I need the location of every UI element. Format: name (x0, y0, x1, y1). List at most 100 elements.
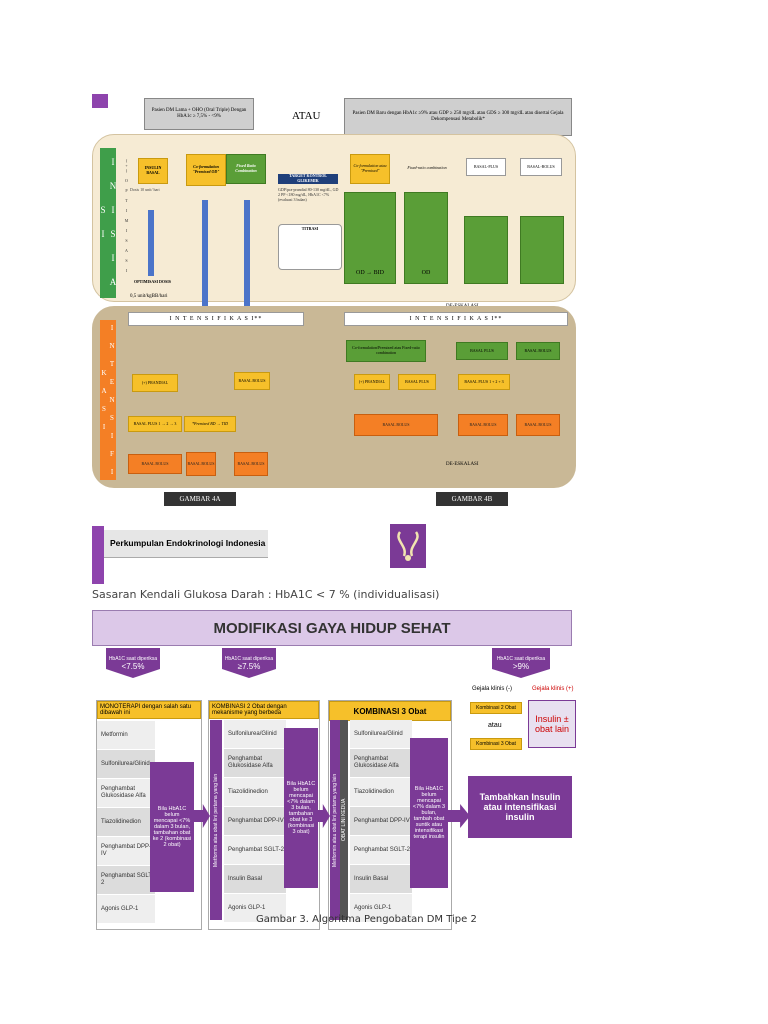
drug-item: Penghambat DPP-IV (97, 837, 155, 866)
gejala-neg: Gejala klinis (-) (472, 686, 513, 692)
arrow (148, 210, 154, 276)
basal-plus-123-box: BASAL PLUS 1 → 2 → 3 (128, 416, 182, 432)
monoterapi-title: MONOTERAPI dengan salah satu dibawah ini (97, 701, 201, 719)
premixed-bd-box: *Premixed BD → TID (184, 416, 236, 432)
drug-item: Insulin Basal (350, 865, 412, 894)
subtitle: Sasaran Kendali Glukosa Darah : HbA1C < … (92, 588, 440, 601)
gambar-4b-label: GAMBAR 4B (436, 492, 508, 506)
basal-bolus-box-3: BASAL BOLUS (234, 452, 268, 476)
intensifikasi-bar-left: I N T E N S I F I K A S I** (128, 312, 304, 326)
header-bar: MODIFIKASI GAYA HIDUP SEHAT (92, 610, 572, 646)
gambar-4a-label: GAMBAR 4A (164, 492, 236, 506)
right-optimisasi-od: OD (404, 192, 448, 284)
intensifikasi-side-label: I N T E N S I F I K A S I (100, 320, 116, 480)
final-box: Tambahkan Insulin atau intensifikasi ins… (468, 776, 572, 838)
hba1c-chevron-1: HbA1C saat diperiksa <7.5% (106, 648, 160, 678)
gejala-pos: Gejala klinis (+) (532, 686, 574, 692)
drug-item: Agonis GLP-1 (97, 895, 155, 924)
hba1c-chevron-3: HbA1C saat diperiksa >9% (492, 648, 550, 678)
basal-bolus-box-2: BASAL BOLUS (186, 452, 216, 476)
basal-plus-123b-box: BASAL PLUS 1 + 2 + 3 (458, 374, 510, 390)
logo-icon (397, 531, 419, 561)
kombinasi2-title: KOMBINASI 2 Obat dengan mekanisme yang b… (209, 701, 319, 719)
prandial-box: (+) PRANDIAL (132, 374, 178, 392)
note-1: Bila HbA1C belum mencapai <7% dalam 3 bu… (150, 762, 194, 892)
drug-item: Tiazolidinedion (97, 808, 155, 837)
drug-item: Penghambat DPP-IV (224, 807, 286, 836)
hba1c-value-2: ≥7.5% (237, 661, 261, 671)
arrow (244, 200, 250, 310)
header-title: MODIFIKASI GAYA HIDUP SEHAT (213, 619, 451, 637)
arrow (202, 200, 208, 310)
right-co-box: Co-formulation atau "Premixed" (350, 154, 390, 184)
optimisasi-label: (+) O P T I M I S A S I (124, 158, 129, 273)
basal-bolus-box-g: BASAL BOLUS (516, 342, 560, 360)
purple-tab-top (92, 526, 104, 556)
dosis-awal: Dosis 10 unit/ hari (130, 187, 160, 192)
de-eskalasi-bottom: DE-ESKALASI (446, 462, 479, 467)
kombinasi3-title: KOMBINASI 3 Obat (329, 701, 451, 721)
basal-plus-box-b: BASAL PLUS (398, 374, 436, 390)
drug-item: Metformin (97, 721, 155, 750)
drug-item: Penghambat DPP-IV (350, 807, 412, 836)
drug-item: Sulfonilurea/Glinid (224, 720, 286, 749)
purple-marker (92, 94, 108, 108)
vert-label-3b-text: OBAT LINI KEDUA (341, 798, 347, 842)
hba1c-chevron-2: HbA1C saat diperiksa ≥7.5% (222, 648, 276, 678)
drug-item: Penghambat SGLT-2 (350, 836, 412, 865)
od-bid-label: OD → BID (356, 269, 384, 276)
org-name: Perkumpulan Endokrinologi Indonesia (110, 538, 266, 548)
org-name-box: Perkumpulan Endokrinologi Indonesia (104, 530, 268, 558)
basal-bolus-col (520, 216, 564, 284)
drug-item: Insulin Basal (224, 865, 286, 894)
drug-item: Agonis GLP-1 (224, 894, 286, 923)
hba1c-label-3: HbA1C saat diperiksa (496, 655, 546, 662)
atau-label: ATAU (292, 110, 321, 122)
drug-item: Tiazolidinedion (224, 778, 286, 807)
basal-bolus-box-1: BASAL BOLUS (128, 454, 182, 474)
hba1c-value-3: >9% (512, 661, 530, 671)
titrasi-label: TITRASI (301, 226, 319, 231)
inisiasi-label: I N I S I A S I (98, 157, 118, 289)
hba1c-value-1: <7.5% (121, 661, 145, 671)
intensifikasi-right-label: I N T E N S I F I K A S I** (409, 316, 503, 322)
drug-item: Agonis GLP-1 (350, 894, 412, 923)
arrow-right-3 (448, 804, 470, 828)
prandial-box-b: (+) PRANDIAL (354, 374, 390, 390)
drug-item: Tiazolidinedion (350, 778, 412, 807)
right-optimisasi-od-bid: OD → BID (344, 192, 396, 284)
titrasi-box: TITRASI (278, 224, 342, 270)
vert-label-2: Metformin atau obat lini pertama yang la… (210, 720, 222, 920)
basal-bolus-header: BASAL-BOLUS (520, 158, 562, 176)
vert-label-3a: Metformin atau obat lini pertama yang la… (330, 720, 340, 920)
drug-item: Penghambat Glukosidase Alfa (224, 749, 286, 778)
co-fixed-box: Co-formulation/Premixed atau Fixed-ratio… (346, 340, 426, 362)
intensifikasi-side-text: I N T E N S I F I K A S I (100, 323, 116, 477)
note-3: Bila HbA1C belum mencapai <7% dalam 3 bu… (410, 738, 448, 888)
basal-plus-header: BASAL-PLUS (466, 158, 506, 176)
atau-small: atau (488, 722, 502, 729)
vert-label-2-text: Metformin atau obat lini pertama yang la… (213, 773, 219, 867)
basal-plus-col (464, 216, 508, 284)
hba1c-label-1: HbA1C saat diperiksa (108, 655, 158, 662)
komb2-small: Kombinasi 2 Obat (470, 702, 522, 714)
od-label: OD (421, 269, 431, 276)
vert-label-3b: OBAT LINI KEDUA (340, 720, 348, 920)
intensifikasi-left-label: I N T E N S I F I K A S I** (169, 316, 263, 322)
top-left-box: Pasien DM Lama + OHO (Oral Triple) Denga… (144, 98, 254, 130)
top-right-box: Pasien DM Baru dengan HbA1c ≥9% atau GDP… (344, 98, 572, 136)
target-header: TARGET KONTROL GLIKEMIK (278, 173, 338, 184)
drug-item: Sulfonilurea/Glinid (350, 720, 412, 749)
basal-bolus-box-b3: BASAL BOLUS (516, 414, 560, 436)
figure-3: Perkumpulan Endokrinologi Indonesia Sasa… (92, 522, 576, 942)
note-2: Bila HbA1C belum mencapai <7% dalam 3 bu… (284, 728, 318, 888)
logo (390, 524, 426, 568)
intensifikasi-bar-right: I N T E N S I F I K A S I** (344, 312, 568, 326)
fixed-ratio-box: Fixed Ratio Combination (226, 154, 266, 184)
insulin-basal-box: INSULIN BASAL (138, 158, 168, 184)
hba1c-label-2: HbA1C saat diperiksa (224, 655, 274, 662)
vert-label-3a-text: Metformin atau obat lini pertama yang la… (332, 773, 338, 867)
insulin-obat-box: Insulin ± obat lain (528, 700, 576, 748)
drug-item: Penghambat SGLT-2 (224, 836, 286, 865)
